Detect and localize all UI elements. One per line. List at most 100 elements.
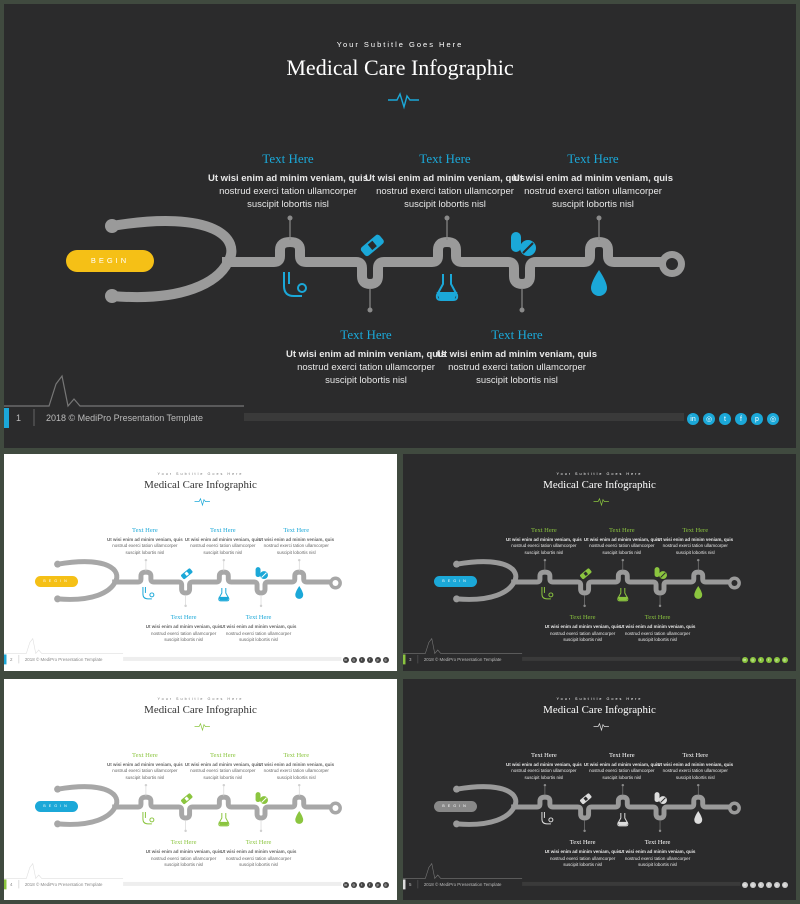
- social-icon[interactable]: ◎: [781, 881, 788, 888]
- social-icon[interactable]: ◎: [749, 881, 756, 888]
- text-box-line: Ut wisi enim ad minim veniam, quis: [583, 536, 660, 542]
- text-box-line: Ut wisi enim ad minim veniam, quis: [506, 761, 582, 767]
- pills-icon: [654, 567, 667, 580]
- text-box-line: nostrud exerci tation ullamcorper: [549, 630, 616, 636]
- social-icon[interactable]: in: [741, 881, 748, 888]
- heartbeat-icon: [593, 497, 609, 507]
- social-icon[interactable]: f: [366, 656, 373, 663]
- slide-subtitle: Your Subtitle Goes Here: [556, 471, 643, 476]
- footer-text: 2018 © MediPro Presentation Template: [46, 413, 204, 423]
- text-box-line: Ut wisi enim ad minim veniam, quis: [107, 761, 183, 767]
- social-icon[interactable]: in: [342, 881, 349, 888]
- text-box-line: Ut wisi enim ad minim veniam, quis: [619, 849, 696, 855]
- text-box-heading: Text Here: [644, 839, 671, 847]
- text-box-line: suscipit lobortis nisl: [276, 774, 316, 780]
- text-box-heading: Text Here: [608, 526, 635, 534]
- slide-subtitle: Your Subtitle Goes Here: [157, 696, 244, 701]
- slide-title: Medical Care Infographic: [144, 479, 257, 492]
- text-box: Text Here Ut wisi enim ad minim veniam, q…: [613, 839, 703, 869]
- text-box-line: Ut wisi enim ad minim veniam, quis: [619, 624, 696, 630]
- text-box-line: suscipit lobortis nisl: [404, 199, 486, 210]
- text-box-line: nostrud exerci tation ullamcorper: [225, 855, 292, 861]
- social-icon[interactable]: ◎: [382, 656, 389, 663]
- social-icon[interactable]: ◎: [781, 656, 788, 663]
- social-icon[interactable]: in: [342, 656, 349, 663]
- heartbeat-line: [403, 637, 523, 655]
- text-box-heading: Text Here: [209, 526, 236, 534]
- text-box-line: nostrud exerci tation ullamcorper: [112, 768, 178, 774]
- stethoscope-small-icon: [142, 811, 155, 825]
- text-box-line: suscipit lobortis nisl: [125, 774, 165, 780]
- text-box-line: nostrud exerci tation ullamcorper: [549, 855, 616, 861]
- social-icon[interactable]: ◎: [703, 413, 715, 425]
- text-box-heading: Text Here: [531, 526, 557, 534]
- stethoscope-timeline: [403, 497, 741, 665]
- social-icon[interactable]: f: [765, 656, 772, 663]
- heartbeat-icon: [593, 722, 609, 732]
- social-icon[interactable]: f: [765, 881, 772, 888]
- text-box-line: suscipit lobortis nisl: [325, 375, 407, 386]
- social-icon[interactable]: ◎: [382, 881, 389, 888]
- text-box-line: Ut wisi enim ad minim veniam, quis: [145, 624, 222, 630]
- text-box-line: Ut wisi enim ad minim veniam, quis: [365, 173, 525, 184]
- text-box-line: Ut wisi enim ad minim veniam, quis: [544, 849, 621, 855]
- social-icon[interactable]: f: [735, 413, 747, 425]
- stethoscope-timeline: [4, 497, 342, 665]
- text-box-line: Ut wisi enim ad minim veniam, quis: [220, 849, 297, 855]
- timeline-tube: [222, 236, 664, 290]
- text-box-heading: Text Here: [170, 839, 197, 847]
- text-box-line: suscipit lobortis nisl: [638, 637, 677, 643]
- text-box-heading: Text Here: [170, 614, 197, 622]
- heartbeat-icon: [388, 92, 419, 110]
- text-box-line: nostrud exerci tation ullamcorper: [219, 186, 357, 197]
- slide-number-marker: [403, 879, 406, 890]
- stethoscope-timeline: [4, 722, 342, 890]
- social-icon[interactable]: p: [374, 656, 381, 663]
- begin-button[interactable]: BEGIN: [34, 801, 79, 812]
- social-icon[interactable]: p: [773, 656, 780, 663]
- text-box-line: nostrud exerci tation ullamcorper: [511, 768, 577, 774]
- footer-stripe: [522, 881, 741, 886]
- social-icon[interactable]: ◎: [767, 413, 779, 425]
- social-icon[interactable]: p: [751, 413, 763, 425]
- social-icon[interactable]: p: [773, 881, 780, 888]
- social-icon[interactable]: ◎: [350, 656, 357, 663]
- social-icon[interactable]: t: [719, 413, 731, 425]
- text-box-line: nostrud exerci tation ullamcorper: [112, 543, 178, 549]
- text-box-line: suscipit lobortis nisl: [239, 637, 278, 643]
- social-icon[interactable]: ◎: [749, 656, 756, 663]
- text-box-line: Ut wisi enim ad minim veniam, quis: [657, 536, 734, 542]
- text-box-line: nostrud exerci tation ullamcorper: [297, 362, 435, 373]
- begin-button[interactable]: BEGIN: [34, 576, 79, 587]
- pills-icon: [255, 792, 268, 805]
- slide-subtitle: Your Subtitle Goes Here: [157, 471, 244, 476]
- social-icon[interactable]: t: [757, 656, 764, 663]
- begin-button[interactable]: BEGIN: [433, 576, 478, 587]
- social-icon[interactable]: in: [741, 656, 748, 663]
- text-box-heading: Text Here: [262, 151, 314, 166]
- social-icon[interactable]: t: [358, 881, 365, 888]
- social-icon[interactable]: ◎: [350, 881, 357, 888]
- social-icon[interactable]: t: [757, 881, 764, 888]
- begin-button[interactable]: BEGIN: [433, 801, 478, 812]
- social-icon[interactable]: t: [358, 656, 365, 663]
- social-icon[interactable]: f: [366, 881, 373, 888]
- social-icon[interactable]: in: [687, 413, 699, 425]
- social-icon[interactable]: p: [374, 881, 381, 888]
- slide-title: Medical Care Infographic: [144, 704, 257, 717]
- footer-stripe: [522, 656, 741, 661]
- begin-button[interactable]: BEGIN: [66, 250, 154, 272]
